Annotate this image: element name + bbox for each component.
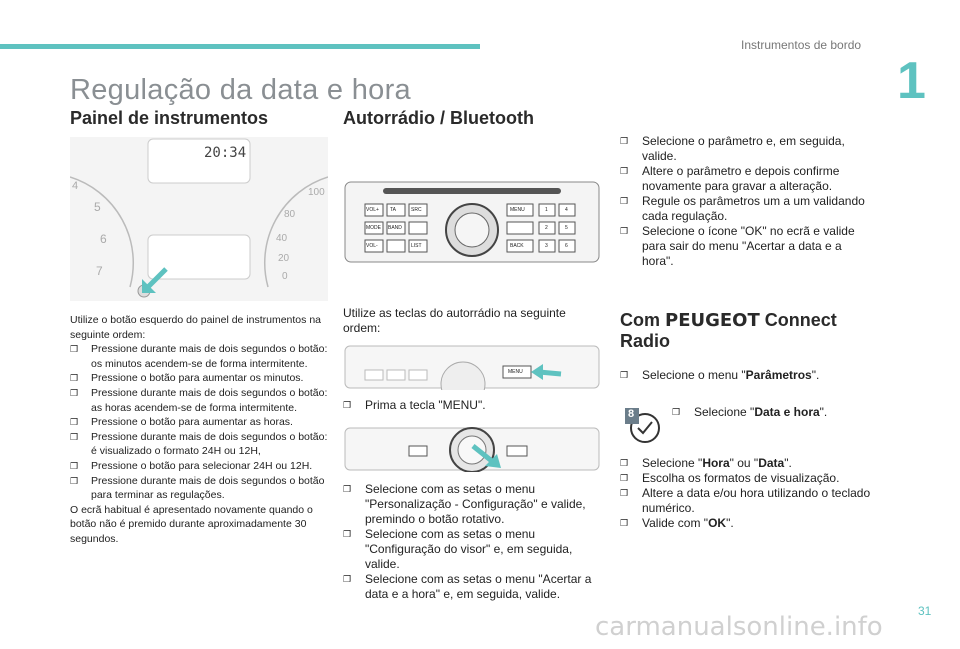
instrument-step: ❒Pressione durante mais de dois segundos…	[70, 386, 328, 414]
check-icon: ❒	[620, 370, 629, 380]
button-label: LIST	[411, 243, 422, 249]
check-icon: ❒	[620, 473, 629, 483]
check-icon: ❒	[343, 529, 352, 539]
check-icon: ❒	[70, 387, 79, 398]
button-label: 2	[545, 225, 548, 231]
check-icon: ❒	[620, 136, 629, 146]
check-icon: ❒	[672, 407, 681, 417]
connect-step: ❒Altere a data e/ou hora utilizando o te…	[620, 486, 871, 515]
button-label: 1	[545, 207, 548, 213]
button-label: MODE	[366, 225, 381, 231]
check-icon: ❒	[70, 373, 79, 384]
svg-text:80: 80	[284, 209, 296, 220]
button-label: TA	[390, 207, 397, 213]
section-title: Instrumentos de bordo	[741, 38, 862, 52]
check-icon: ❒	[620, 488, 629, 498]
check-icon: ❒	[343, 400, 352, 410]
button-label: 4	[565, 207, 568, 213]
instrument-step: ❒Pressione o botão para aumentar os minu…	[70, 372, 304, 385]
right-step: ❒Regule os parâmetros um a um validando …	[620, 194, 865, 223]
check-icon: ❒	[70, 475, 79, 486]
check-icon: ❒	[70, 431, 79, 442]
instrument-note: O ecrã habitual é apresentado novamente …	[70, 503, 313, 545]
button-label: 6	[565, 243, 568, 249]
svg-text:20: 20	[278, 253, 290, 264]
check-icon: ❒	[70, 460, 79, 471]
instrument-step: ❒Pressione o botão para selecionar 24H o…	[70, 459, 313, 472]
check-icon: ❒	[343, 574, 352, 584]
check-icon: ❒	[620, 226, 629, 236]
right-step: ❒Selecione o parâmetro e, em seguida, va…	[620, 134, 845, 163]
page-title: Regulação da data e hora	[70, 74, 411, 106]
radio-step-menu: ❒Prima a tecla "MENU".	[343, 398, 486, 412]
check-icon: ❒	[343, 484, 352, 494]
icon-badge: 8	[628, 408, 635, 420]
svg-text:5: 5	[94, 200, 101, 214]
connect-step: ❒Escolha os formatos de visualização.	[620, 471, 840, 485]
menu-button-illustration: MENU	[343, 344, 601, 407]
svg-text:7: 7	[96, 264, 103, 278]
svg-text:40: 40	[276, 233, 288, 244]
button-label: 5	[565, 225, 568, 231]
connect-step: ❒Selecione "Hora" ou "Data".	[620, 456, 792, 470]
button-label: BAND	[388, 225, 402, 231]
svg-text:4: 4	[72, 180, 78, 192]
connect-step: ❒Valide com "OK".	[620, 516, 734, 530]
radio-steps: ❒Selecione com as setas o menu "Personal…	[343, 482, 601, 602]
instrument-heading: Painel de instrumentos	[70, 108, 269, 128]
rotary-knob-illustration	[343, 426, 601, 473]
svg-text:0: 0	[282, 271, 288, 282]
button-label: SRC	[411, 207, 422, 213]
button-label: VOL-	[366, 243, 378, 249]
radio-step: ❒Selecione com as setas o menu "Configur…	[343, 527, 573, 571]
instrument-step: ❒Pressione o botão para aumentar as hora…	[70, 416, 293, 429]
instrument-intro: Utilize o botão esquerdo do painel de in…	[70, 314, 321, 341]
page-number: 31	[918, 604, 932, 618]
radio-illustration: VOL+ TA SRC MENU 1 4 MODE BAND 2 5 VOL- …	[343, 180, 601, 265]
connect-steps: ❒Selecione "Hora" ou "Data". ❒Escolha os…	[620, 456, 875, 531]
radio-heading: Autorrádio / Bluetooth	[343, 108, 534, 128]
connect-heading: Com PEUGEOT Connect Radio	[620, 310, 837, 351]
radio-step: ❒Selecione com as setas o menu "Personal…	[343, 482, 586, 526]
button-label: 3	[545, 243, 548, 249]
radio-intro: Utilize as teclas do autorrádio na segui…	[343, 306, 566, 335]
check-icon: ❒	[620, 196, 629, 206]
check-icon: ❒	[620, 458, 629, 468]
instrument-step: ❒Pressione durante mais de dois segundos…	[70, 343, 328, 370]
right-step: ❒Altere o parâmetro e depois confirme no…	[620, 164, 840, 193]
header-accent-bar	[0, 44, 480, 49]
right-steps: ❒Selecione o parâmetro e, em seguida, va…	[620, 134, 875, 269]
instrument-step: ❒Pressione durante mais de dois segundos…	[70, 430, 328, 458]
connect-menu-step: ❒Selecione o menu "Parâmetros".	[620, 368, 820, 382]
button-label: MENU	[510, 207, 525, 213]
instrument-panel-illustration: 4 5 6 7 100 80 40 20 0 20:34	[70, 137, 328, 301]
instrument-step: ❒Pressione durante mais de dois segundos…	[70, 474, 325, 502]
clock-settings-icon: 8	[625, 408, 663, 446]
menu-button-label: MENU	[508, 369, 523, 375]
watermark: carmanualsonline.info	[595, 612, 883, 642]
chapter-number: 1	[897, 52, 926, 110]
right-step: ❒Selecione o ícone "OK" no ecrã e valide…	[620, 224, 855, 268]
svg-text:6: 6	[100, 232, 107, 246]
check-icon: ❒	[620, 166, 629, 176]
check-icon: ❒	[620, 518, 629, 528]
clock-display: 20:34	[204, 145, 247, 161]
check-icon: ❒	[70, 417, 79, 428]
instrument-instructions: Utilize o botão esquerdo do painel de in…	[70, 313, 328, 547]
connect-date-step: ❒Selecione "Data e hora".	[672, 405, 828, 419]
radio-step: ❒Selecione com as setas o menu "Acertar …	[343, 572, 592, 601]
button-label: BACK	[510, 243, 524, 249]
check-icon: ❒	[70, 344, 79, 355]
svg-text:100: 100	[308, 187, 325, 198]
button-label: VOL+	[366, 207, 379, 213]
